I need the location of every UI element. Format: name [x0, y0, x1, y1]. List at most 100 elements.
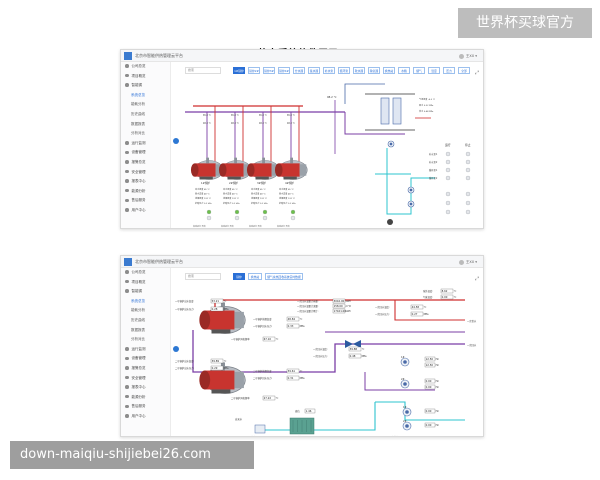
boiler-reading: 排烟温度 132 ℃: [195, 196, 212, 200]
unit-text: Hz: [436, 364, 440, 367]
tab[interactable]: 分水器: [293, 67, 305, 74]
boiler-2-icon[interactable]: [218, 157, 252, 180]
collapse-icon[interactable]: [173, 138, 179, 144]
sidebar-item[interactable]: 运行监测: [121, 345, 170, 355]
sidebar-item[interactable]: 公司总览: [121, 268, 170, 278]
menu-icon: [125, 289, 129, 293]
boiler-1-icon[interactable]: [199, 302, 246, 334]
boiler-4-icon[interactable]: [274, 157, 308, 180]
sidebar-item[interactable]: 数据报表: [121, 326, 170, 336]
status-indicator: [465, 209, 471, 215]
reading-label: 室外温度:: [423, 289, 433, 293]
sidebar-item[interactable]: 分析对比: [121, 129, 170, 139]
tab[interactable]: 换热站: [383, 67, 395, 74]
sidebar-item-label: 系统总览: [131, 298, 145, 303]
boiler-label: 1#锅炉: [201, 181, 210, 185]
sidebar-item[interactable]: 能耗分析: [121, 100, 170, 110]
user-menu[interactable]: 王XX ▾: [458, 258, 477, 266]
sidebar-item[interactable]: 分析对比: [121, 335, 170, 345]
value-text: 0.48: [350, 354, 356, 358]
status-indicator: [206, 209, 212, 215]
search-input[interactable]: 搜索: [185, 273, 221, 280]
sidebar-item[interactable]: 项目概览: [121, 72, 170, 82]
tab[interactable]: 补水泵: [323, 67, 335, 74]
sidebar-item[interactable]: 历史曲线: [121, 316, 170, 326]
tab[interactable]: 锅炉2#: [248, 67, 260, 74]
sidebar-item[interactable]: 智能锅: [121, 287, 170, 297]
sidebar-item[interactable]: 用户中心: [121, 412, 170, 422]
fullscreen-icon[interactable]: ⤢: [474, 70, 479, 76]
valve-icon: [345, 340, 353, 348]
sidebar-item[interactable]: 智能锅: [121, 81, 170, 91]
tab[interactable]: 温度: [428, 67, 440, 74]
sidebar-item[interactable]: 售后服务: [121, 402, 170, 412]
tab[interactable]: 水箱: [398, 67, 410, 74]
sidebar-item[interactable]: 设备管理: [121, 354, 170, 364]
tab[interactable]: 除氧器: [368, 67, 380, 74]
tab[interactable]: 全部: [458, 67, 470, 74]
sidebar-item[interactable]: 系统总览: [121, 297, 170, 307]
user-menu[interactable]: 王XX ▾: [458, 52, 477, 60]
tab[interactable]: 软水器: [353, 67, 365, 74]
menu-icon: [125, 270, 129, 274]
boiler-part: [204, 310, 235, 330]
sidebar-item-label: 报表中心: [131, 179, 146, 184]
sidebar-item[interactable]: 报表中心: [121, 383, 170, 393]
blue-pipe: [344, 83, 385, 104]
sidebar-item[interactable]: 用户中心: [121, 206, 170, 216]
value-box: [410, 311, 424, 317]
status-row-label: 循环泵2: [429, 176, 438, 180]
sidebar-item[interactable]: 公司总览: [121, 62, 170, 72]
sidebar-item[interactable]: 能源分析: [121, 187, 170, 197]
tab[interactable]: 烟气: [413, 67, 425, 74]
sidebar-item-label: 项目概览: [131, 73, 146, 78]
tab[interactable]: 烟气余热回收系统实时数据: [265, 273, 303, 280]
boiler-part: [222, 163, 244, 177]
sidebar-item[interactable]: 安全管理: [121, 374, 170, 384]
status-indicator: [290, 209, 296, 215]
sidebar-item[interactable]: 报表中心: [121, 177, 170, 187]
tab[interactable]: 换热站: [248, 273, 262, 280]
boiler-part: [218, 163, 227, 177]
sidebar-item[interactable]: 报警总览: [121, 364, 170, 374]
boiler-reading: 炉膛压力 0.2 kPa: [279, 201, 296, 205]
tab[interactable]: 锅炉4#: [278, 67, 290, 74]
unit-text: Hz: [436, 386, 440, 389]
sidebar-item[interactable]: 数据报表: [121, 120, 170, 130]
search-input[interactable]: 搜索: [185, 67, 221, 74]
sidebar-item[interactable]: 历史曲线: [121, 110, 170, 120]
pump-core: [403, 382, 407, 386]
sidebar-item[interactable]: 售后服务: [121, 196, 170, 206]
return-pipe: [364, 372, 435, 391]
pipe-temp-label: 48.3 ℃: [287, 122, 296, 125]
tab[interactable]: 循环泵: [338, 67, 350, 74]
value-box: [210, 365, 224, 371]
sidebar-item[interactable]: 运行监测: [121, 139, 170, 149]
sidebar-item[interactable]: 报警总览: [121, 158, 170, 168]
tab[interactable]: 锅炉3#: [263, 67, 275, 74]
tab[interactable]: 1#锅炉: [233, 67, 245, 74]
sidebar-item[interactable]: 能源分析: [121, 393, 170, 403]
boiler-1-icon[interactable]: [190, 157, 224, 180]
collapse-icon[interactable]: [173, 346, 179, 352]
sidebar-item[interactable]: 设备管理: [121, 148, 170, 158]
value-box: [348, 353, 362, 359]
status-indicator: [465, 159, 471, 165]
valve-icon: [353, 340, 361, 348]
sidebar-item[interactable]: 安全管理: [121, 168, 170, 178]
pipe-temp-label: 65.0 ℃: [231, 114, 240, 117]
boiler-2-icon[interactable]: [199, 362, 246, 394]
tab[interactable]: 集水器: [308, 67, 320, 74]
menu-icon: [125, 188, 129, 193]
sidebar-item[interactable]: 项目概览: [121, 278, 170, 288]
tab[interactable]: 压力: [443, 67, 455, 74]
unit-text: ℃: [224, 360, 227, 363]
sidebar-item[interactable]: 系统总览: [121, 91, 170, 101]
fullscreen-icon[interactable]: ⤢: [474, 276, 479, 282]
status-row-label: 循环泵1: [429, 168, 438, 172]
sidebar-item[interactable]: 能耗分析: [121, 306, 170, 316]
tab[interactable]: 锅炉: [233, 273, 245, 280]
status-indicator: [290, 215, 296, 221]
boiler-3-icon[interactable]: [246, 157, 280, 180]
